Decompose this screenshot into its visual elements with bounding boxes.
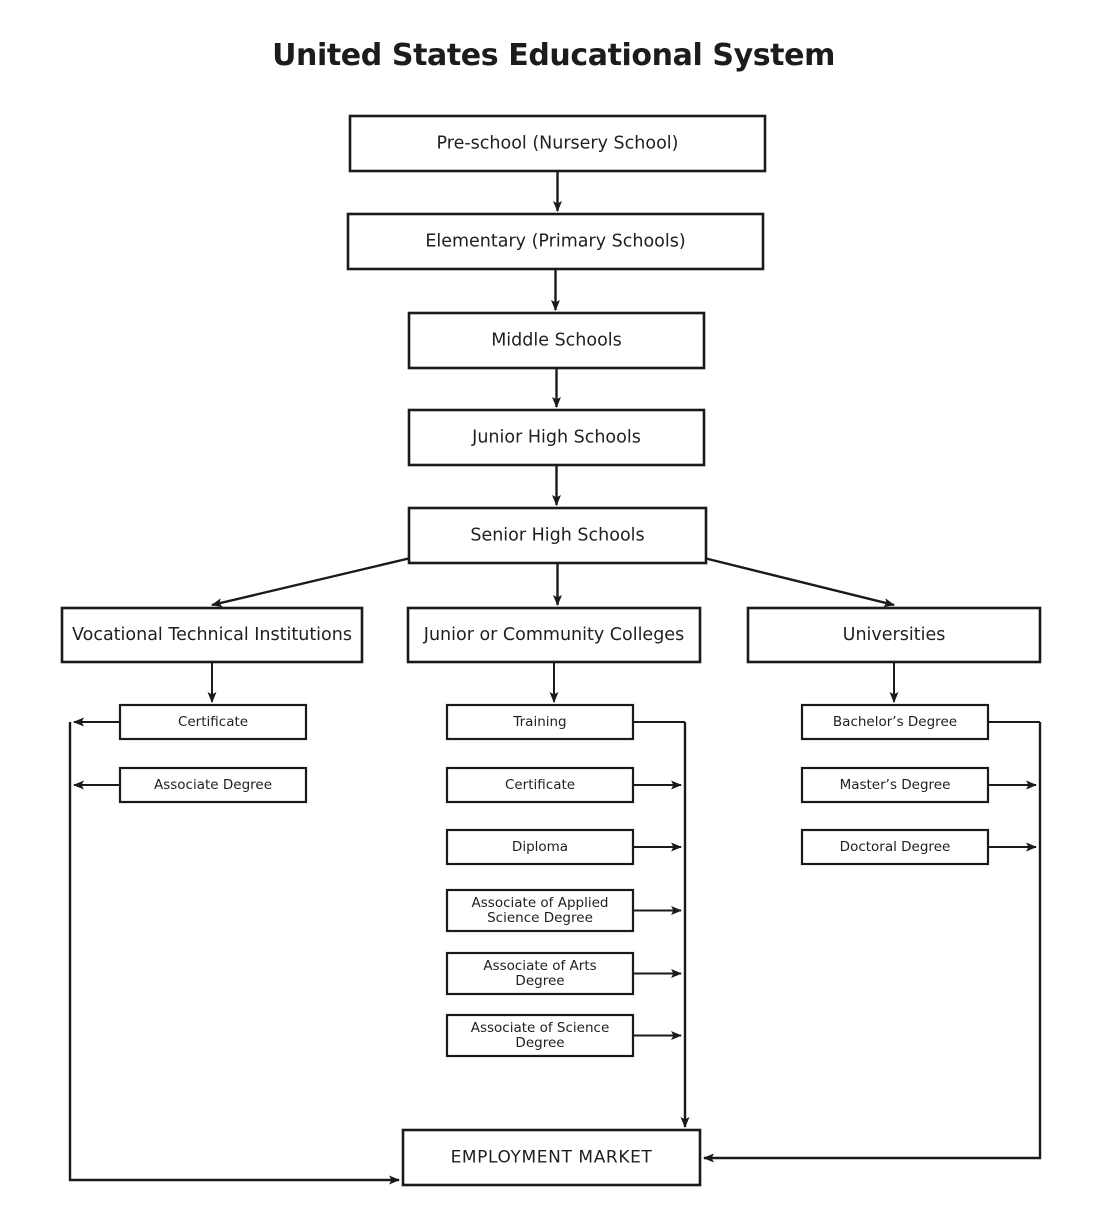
node-employment[interactable]: EMPLOYMENT MARKET (401, 1128, 702, 1187)
node-middle[interactable]: Middle Schools (407, 311, 706, 370)
node-juniorcoll[interactable]: Junior or Community Colleges (406, 606, 702, 664)
node-label: Diploma (512, 839, 568, 855)
node-voc-assoc[interactable]: Associate Degree (118, 766, 308, 804)
node-label: Training (512, 714, 566, 730)
connector-layer (68, 171, 1042, 1185)
node-voc-cert[interactable]: Certificate (118, 703, 308, 741)
node-uni-mast[interactable]: Master’s Degree (800, 766, 990, 804)
node-label: Bachelor’s Degree (833, 714, 957, 730)
node-jc-training[interactable]: Training (445, 703, 635, 741)
node-label: Universities (843, 625, 946, 645)
connector-e-right-bus-employment (703, 722, 1042, 1163)
connector-e-left-bus-employment (68, 722, 400, 1185)
node-jc-cert[interactable]: Certificate (445, 766, 635, 804)
node-vocational[interactable]: Vocational Technical Institutions (60, 606, 364, 664)
node-label: Degree (515, 1035, 564, 1051)
node-label: Science Degree (487, 910, 593, 926)
node-label: Associate Degree (154, 777, 272, 793)
node-label: Senior High Schools (470, 526, 644, 546)
node-label: Junior High Schools (471, 428, 641, 448)
node-label: Certificate (505, 777, 575, 793)
page-title: United States Educational System (272, 38, 835, 73)
node-label: Associate of Arts (483, 958, 596, 974)
node-jc-diploma[interactable]: Diploma (445, 828, 635, 866)
node-label: Pre-school (Nursery School) (437, 134, 679, 154)
node-label: Elementary (Primary Schools) (425, 232, 685, 252)
node-universities[interactable]: Universities (746, 606, 1042, 664)
node-label: Associate of Science (471, 1020, 610, 1036)
node-layer: Pre-school (Nursery School) Elementary (P… (60, 114, 1042, 1187)
node-seniorhigh[interactable]: Senior High Schools (407, 506, 708, 565)
connector-e-seniorhigh-universities (699, 555, 895, 607)
node-juniorhigh[interactable]: Junior High Schools (407, 408, 706, 467)
node-label: Master’s Degree (840, 777, 951, 793)
node-label: Associate of Applied (472, 895, 609, 911)
node-uni-bach[interactable]: Bachelor’s Degree (800, 703, 990, 741)
node-label: Vocational Technical Institutions (72, 625, 352, 645)
connector-e-seniorhigh-vocational (211, 555, 416, 608)
node-label: Junior or Community Colleges (423, 625, 684, 645)
node-uni-doct[interactable]: Doctoral Degree (800, 828, 990, 866)
node-elementary[interactable]: Elementary (Primary Schools) (346, 212, 765, 271)
node-preschool[interactable]: Pre-school (Nursery School) (348, 114, 767, 173)
node-label: EMPLOYMENT MARKET (451, 1148, 653, 1168)
node-label: Degree (515, 973, 564, 989)
node-label: Middle Schools (491, 331, 622, 351)
node-label: Certificate (178, 714, 248, 730)
node-label: Doctoral Degree (840, 839, 951, 855)
